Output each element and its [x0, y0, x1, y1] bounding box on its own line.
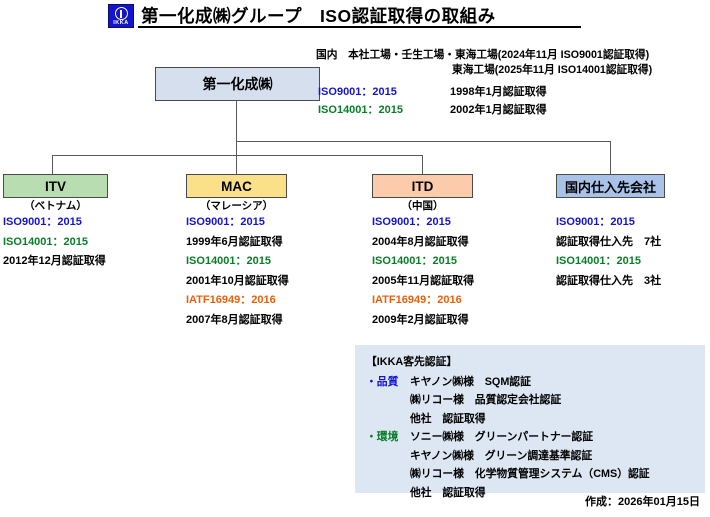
- org-box-itd-label: ITD: [411, 178, 434, 194]
- cert-line: 2007年8月認証取得: [186, 313, 283, 326]
- cert-list-mac: ISO9001：2015 1999年6月認証取得 ISO14001：2015 2001…: [186, 213, 366, 330]
- cert-line: 認証取得仕入先 3社: [556, 274, 662, 287]
- domestic-note-line-2: 東海工場(2025年11月 ISO14001認証取得): [452, 64, 653, 76]
- ikka-item: ㈱リコー様 化学物質管理システム（CMS）認証: [410, 468, 650, 480]
- cert-line: ISO14001：2015: [3, 235, 89, 248]
- title-underline: [138, 26, 581, 28]
- org-box-domestic-suppliers-label: 国内仕入先会社: [564, 179, 656, 195]
- cert-line: 2005年11月認証取得: [372, 274, 475, 287]
- org-box-headquarters-label: 第一化成㈱: [202, 76, 273, 92]
- org-box-mac[interactable]: MAC: [186, 174, 287, 198]
- org-box-itv-label: ITV: [44, 178, 66, 194]
- cert-line: IATF16949：2016: [372, 294, 462, 306]
- ikka-customer-certification-panel: 【IKKA客先認証】 ・品質キヤノン㈱様 SQM認証㈱リコー様 品質認定会社認証…: [355, 345, 705, 499]
- region-label-itd: （中国）: [401, 200, 444, 212]
- ikka-item: 他社 認証取得: [410, 412, 486, 425]
- hq-cert-standard: ISO14001：2015: [318, 104, 404, 116]
- cert-line: 2004年8月認証取得: [372, 235, 469, 248]
- hq-cert-acquired: 2002年1月認証取得: [450, 104, 547, 116]
- page-title: 第一化成㈱グループ ISO認証取得の取組み: [141, 6, 496, 26]
- ikka-category-label: ・品質: [366, 375, 399, 388]
- logo-wordmark: IKKA: [113, 19, 129, 26]
- cert-line: ISO9001：2015: [372, 216, 451, 228]
- cert-line: ISO9001：2015: [556, 216, 635, 228]
- ikka-item: キヤノン㈱様 SQM認証: [410, 375, 531, 388]
- org-box-itv[interactable]: ITV: [3, 174, 108, 198]
- cert-line: ISO9001：2015: [186, 216, 265, 228]
- connector-vertical-itv: [52, 155, 54, 175]
- table-row: ISO14001：2015 2002年1月認証取得: [318, 101, 708, 119]
- hq-cert-acquired: 1998年1月認証取得: [450, 86, 547, 98]
- ikka-item: ソニー㈱様 グリーンパートナー認証: [410, 431, 594, 443]
- org-box-domestic-suppliers[interactable]: 国内仕入先会社: [556, 174, 665, 198]
- created-date-label: 作成：2026年01月15日: [585, 496, 700, 508]
- table-row: ISO9001：2015 1998年1月認証取得: [318, 83, 708, 101]
- cert-line: 認証取得仕入先 7社: [556, 235, 662, 248]
- ikka-item: 他社 認証取得: [410, 486, 486, 499]
- cert-line: 1999年6月認証取得: [186, 235, 283, 248]
- connector-stem: [236, 101, 238, 155]
- page-header: IKKA 第一化成㈱グループ ISO認証取得の取組み: [108, 2, 588, 30]
- hq-cert-standard: ISO9001：2015: [318, 86, 397, 98]
- connector-horizontal-upper: [236, 141, 611, 143]
- connector-vertical-domestic: [610, 141, 612, 175]
- org-box-itd[interactable]: ITD: [372, 174, 473, 198]
- ikka-category-label: ・環境: [366, 431, 399, 443]
- cert-list-itd: ISO9001：2015 2004年8月認証取得 ISO14001：2015 2005…: [372, 213, 552, 330]
- org-box-mac-label: MAC: [221, 178, 252, 194]
- domestic-note-line-1: 国内 本社工場・壬生工場・東海工場(2024年11月 ISO9001認証取得): [316, 49, 650, 61]
- ikka-item: ㈱リコー様 品質認定会社認証: [410, 394, 562, 406]
- cert-list-domestic-suppliers: ISO9001：2015 認証取得仕入先 7社 ISO14001：2015 認証取得仕…: [556, 213, 706, 291]
- connector-horizontal-lower: [52, 155, 423, 157]
- headquarters-certification-table: ISO9001：2015 1998年1月認証取得 ISO14001：2015 2…: [318, 83, 708, 119]
- cert-line: ISO14001：2015: [372, 255, 458, 267]
- cert-line: 2001年10月認証取得: [186, 274, 289, 287]
- cert-line: 2009年2月認証取得: [372, 313, 469, 326]
- region-label-mac: （マレーシア）: [199, 200, 274, 212]
- ikka-category-row: ・環境ソニー㈱様 グリーンパートナー認証: [366, 428, 705, 447]
- ikka-item: キヤノン㈱様 グリーン調達基準認証: [410, 449, 593, 462]
- cert-line: ISO14001：2015: [556, 255, 642, 267]
- headquarters-domestic-note: 国内 本社工場・壬生工場・東海工場(2024年11月 ISO9001認証取得) …: [316, 48, 710, 78]
- ikka-panel-heading: 【IKKA客先認証】: [366, 356, 458, 368]
- ikka-panel-groups: ・品質キヤノン㈱様 SQM認証㈱リコー様 品質認定会社認証他社 認証取得・環境ソ…: [366, 373, 705, 503]
- region-label-itv: （ベトナム）: [24, 200, 87, 212]
- cert-line: IATF16949：2016: [186, 294, 276, 306]
- cert-line: ISO14001：2015: [186, 255, 272, 267]
- ikka-category-row: ・品質キヤノン㈱様 SQM認証: [366, 373, 705, 392]
- connector-vertical-itd: [422, 155, 424, 175]
- org-box-headquarters[interactable]: 第一化成㈱: [155, 67, 320, 101]
- cert-line: 2012年12月認証取得: [3, 255, 106, 267]
- ikka-logo-icon: IKKA: [108, 4, 134, 28]
- connector-vertical-mac: [236, 155, 238, 175]
- cert-line: ISO9001：2015: [3, 216, 82, 228]
